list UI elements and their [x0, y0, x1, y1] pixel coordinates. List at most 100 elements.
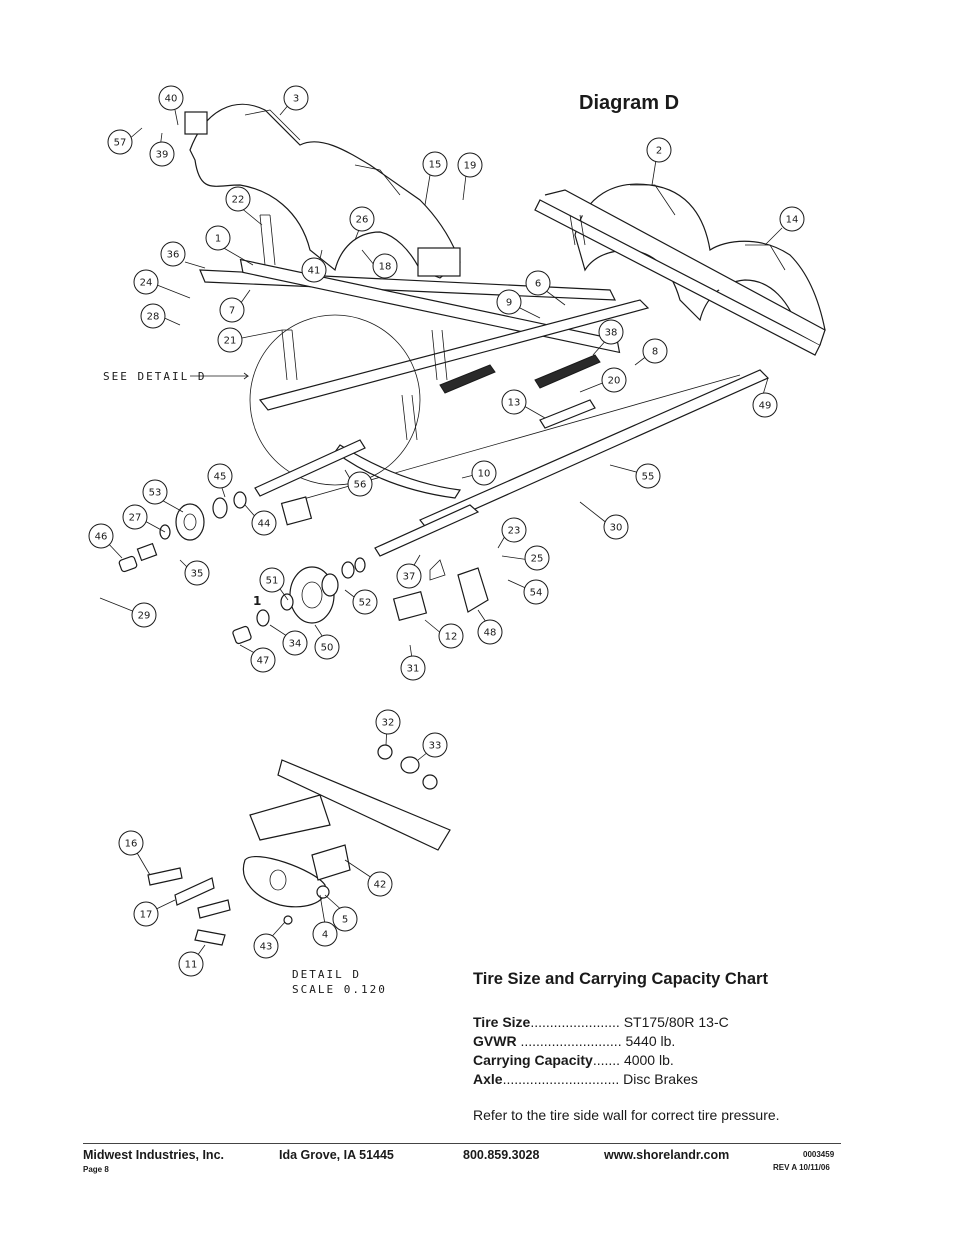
- footer-website[interactable]: www.shorelandr.com: [604, 1148, 730, 1162]
- part-bubble-number: 10: [478, 469, 491, 480]
- part-bubble-circle: [133, 269, 159, 295]
- part-bubble-circle: [598, 319, 624, 345]
- part-bubble-number: 53: [149, 488, 162, 499]
- part-bubble-number: 47: [257, 656, 270, 667]
- part-bubble-circle: [372, 253, 398, 279]
- part-bubble-circle: [752, 392, 778, 418]
- part-bubble-number: 18: [379, 262, 392, 273]
- spec-value: Disc Brakes: [623, 1071, 698, 1087]
- part-bubble-circle: [133, 901, 159, 927]
- part-bubble-22: 22: [225, 186, 251, 212]
- part-bubble-number: 49: [759, 401, 772, 412]
- part-bubble-number: 14: [786, 215, 799, 226]
- part-bubble-number: 24: [140, 278, 153, 289]
- part-bubble-number: 22: [232, 195, 245, 206]
- part-bubble-circle: [400, 655, 426, 681]
- part-bubble-number: 13: [508, 398, 521, 409]
- part-bubble-number: 4: [322, 930, 328, 941]
- part-bubble-number: 3: [293, 94, 299, 105]
- part-bubble-number: 57: [114, 138, 127, 149]
- spec-key: Axle: [473, 1071, 503, 1087]
- part-bubble-circle: [501, 517, 527, 543]
- part-bubble-number: 41: [308, 266, 321, 277]
- spec-row-axle: Axle.............................. Disc …: [473, 1071, 833, 1087]
- part-bubble-number: 46: [95, 532, 108, 543]
- part-bubble-circle: [501, 389, 527, 415]
- part-bubble-circle: [207, 463, 233, 489]
- part-bubble-42: 42: [367, 871, 393, 897]
- part-bubble-number: 27: [129, 513, 142, 524]
- spec-row-gvwr: GVWR .......................... 5440 lb.: [473, 1033, 833, 1049]
- part-bubble-16: 16: [118, 830, 144, 856]
- part-bubble-circle: [312, 921, 338, 947]
- part-bubble-18: 18: [372, 253, 398, 279]
- spec-key: Carrying Capacity: [473, 1052, 593, 1068]
- part-bubble-50: 50: [314, 634, 340, 660]
- part-bubble-number: 36: [167, 250, 180, 261]
- part-bubble-number: 38: [605, 328, 618, 339]
- part-bubble-7: 7: [219, 297, 245, 323]
- part-bubble-number: 37: [403, 572, 416, 583]
- part-bubble-circle: [283, 85, 309, 111]
- part-bubble-circle: [422, 732, 448, 758]
- part-bubble-number: 45: [214, 472, 227, 483]
- spec-dots: ..............................: [502, 1071, 620, 1087]
- part-bubble-54: 54: [523, 579, 549, 605]
- part-bubble-circle: [205, 225, 231, 251]
- part-bubble-number: 1: [215, 234, 221, 245]
- part-bubble-circle: [523, 579, 549, 605]
- part-bubble-circle: [259, 567, 285, 593]
- spec-dots: .......: [592, 1052, 621, 1068]
- part-bubble-51: 51: [259, 567, 285, 593]
- tire-pressure-note: Refer to the tire side wall for correct …: [473, 1107, 780, 1123]
- brake-drawing: [429, 559, 489, 613]
- part-bubble-circle: [131, 602, 157, 628]
- stray-part-label: 1: [253, 594, 261, 608]
- part-bubble-17: 17: [133, 901, 159, 927]
- part-bubble-circle: [142, 479, 168, 505]
- part-bubble-36: 36: [160, 241, 186, 267]
- part-bubble-31: 31: [400, 655, 426, 681]
- part-bubble-39: 39: [149, 141, 175, 167]
- exploded-parts-diagram: SEE DETAIL D DETAIL D SCALE 0.120 1 4035…: [88, 85, 826, 996]
- front-fender-drawing: [184, 103, 461, 279]
- part-bubble-circle: [332, 906, 358, 932]
- footer-revision: REV A 10/11/06: [773, 1163, 830, 1172]
- part-bubble-circle: [471, 460, 497, 486]
- part-bubble-14: 14: [779, 206, 805, 232]
- part-bubble-number: 54: [530, 588, 543, 599]
- part-bubble-55: 55: [635, 463, 661, 489]
- part-bubble-number: 2: [656, 146, 662, 157]
- part-bubble-circle: [253, 933, 279, 959]
- part-bubble-32: 32: [375, 709, 401, 735]
- part-bubble-number: 32: [382, 718, 395, 729]
- part-bubble-53: 53: [142, 479, 168, 505]
- part-bubble-number: 48: [484, 628, 497, 639]
- part-bubble-circle: [158, 85, 184, 111]
- part-bubble-number: 50: [321, 643, 334, 654]
- part-bubble-number: 12: [445, 632, 458, 643]
- part-bubble-circle: [524, 545, 550, 571]
- part-bubble-circle: [118, 830, 144, 856]
- part-bubble-number: 31: [407, 664, 420, 675]
- footer-company: Midwest Industries, Inc.: [83, 1148, 224, 1162]
- part-bubble-circle: [88, 523, 114, 549]
- part-bubble-49: 49: [752, 392, 778, 418]
- part-bubble-circle: [301, 257, 327, 283]
- spec-row-tire-size: Tire Size....................... ST175/8…: [473, 1014, 833, 1030]
- axle-drawing: [254, 439, 480, 621]
- part-bubble-38: 38: [598, 319, 624, 345]
- part-bubble-circle: [375, 709, 401, 735]
- frame-rails-drawing: [199, 189, 826, 531]
- springs-drawing: [259, 214, 586, 499]
- part-bubble-circle: [219, 297, 245, 323]
- part-bubble-number: 26: [356, 215, 369, 226]
- part-bubble-circle: [347, 471, 373, 497]
- part-bubble-circle: [217, 327, 243, 353]
- part-bubble-number: 51: [266, 576, 279, 587]
- part-bubble-11: 11: [178, 951, 204, 977]
- part-bubble-circle: [178, 951, 204, 977]
- part-bubble-number: 55: [642, 472, 655, 483]
- part-bubble-47: 47: [250, 647, 276, 673]
- part-bubble-circle: [349, 206, 375, 232]
